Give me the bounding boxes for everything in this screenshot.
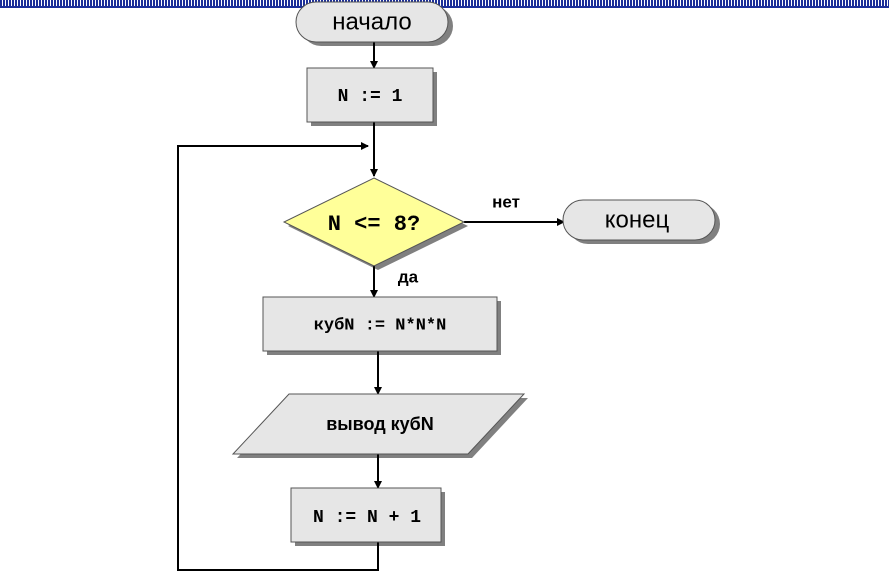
increment-process [290,487,442,543]
shapes [231,1,716,543]
end-label: конец [605,206,670,233]
condition-decision [282,177,466,267]
top-stripes [0,0,889,6]
yes-branch-label: да [398,267,419,286]
output-io [231,393,526,455]
compute-process [262,296,498,352]
condition-label: N <= 8? [328,212,420,237]
output-label: вывод кубN [326,414,434,434]
compute-label: кубN := N*N*N [314,316,447,335]
connector-loop-back [177,142,379,571]
init-process [306,67,434,123]
top-decorative-band [0,0,889,8]
init-label: N := 1 [338,87,403,107]
start-terminal [295,1,449,43]
start-label: начало [332,8,412,35]
connectors [177,42,565,571]
end-terminal [562,199,716,241]
no-branch-label: нет [492,192,520,211]
increment-label: N := N + 1 [313,508,421,528]
top-line [0,6,889,8]
